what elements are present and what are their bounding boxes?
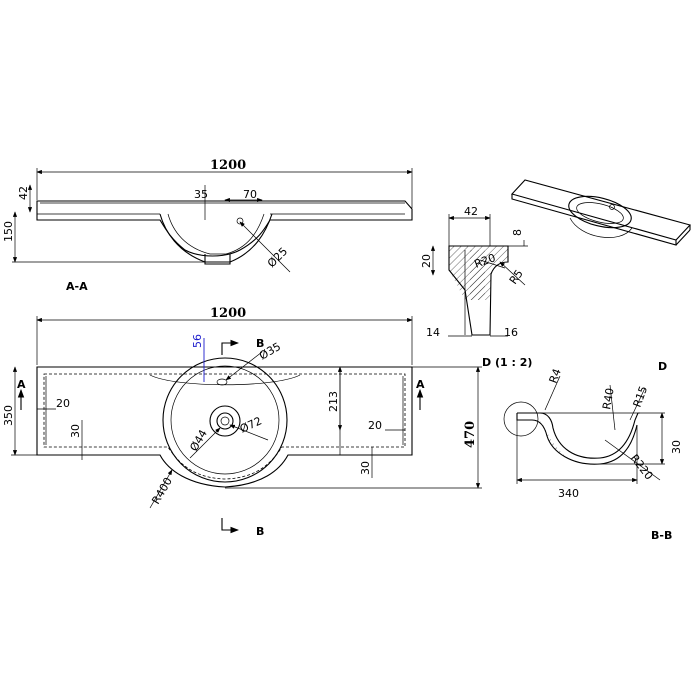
plan-20-left-label: 20 [56,397,70,410]
bb-r4-leader [544,375,561,411]
detail-d14-label: 14 [426,326,440,339]
bb-r4-label: R4 [547,367,564,385]
plan-r400-leader [149,469,173,509]
iso-top-outline [510,179,692,241]
bb-view-label: B-B [651,529,672,542]
plan-inner-outline [43,373,406,480]
iso-front-edge [511,194,677,246]
bb-detail-circle [503,401,539,437]
detail-d16-label: 16 [504,326,518,339]
plan-b-mark-bottom: B [256,525,264,538]
plan-phi35-leader [225,351,263,381]
plan-outline [36,366,413,488]
plan-drain-inner [216,412,234,430]
plan-b-arrow-bottom [221,518,240,534]
aa-bowl-inner [167,213,265,255]
plan-phi72-label: Ø72 [238,414,264,435]
isometric-view [510,179,692,246]
plan-phi72-leader [229,424,269,441]
bb-r15-leader [629,387,646,421]
bb-detail-mark: D [658,360,667,373]
plan-213-label: 213 [327,391,340,412]
detail-r5-leader [499,261,526,286]
plan-phi44-label: Ø44 [187,427,210,453]
plan-350-label: 350 [2,405,15,426]
aa-h150-label: 150 [2,221,15,242]
bb-r40-leader [609,384,616,431]
iso-bowl-inner [576,202,624,224]
plan-drain-outer [209,405,241,437]
plan-depth-label: 470 [463,421,478,448]
section-aa-view: 1200 42 150 35 70 Ø25 A-A [2,158,413,293]
plan-56-label: 56 [191,334,204,348]
detail-d20-label: 20 [420,254,433,268]
plan-a-mark-left: A [17,378,26,391]
detail-d8-label: 8 [511,229,524,236]
plan-30-bottom-label: 30 [359,461,372,475]
aa-phi25-leader [239,221,291,273]
iso-tap-hole [609,204,615,210]
plan-view: 1200 470 350 A A B B 56 Ø35 213 20 30 [2,306,482,538]
aa-d70-label: 70 [243,188,257,201]
section-bb-view: R4 R40 R15 R220 30 340 D B-B [503,360,683,542]
plan-tap-hole [216,378,228,386]
bb-r220-label: R220 [628,452,656,483]
bb-profile [517,412,639,459]
plan-a-mark-right: A [416,378,425,391]
plan-r400-label: R400 [149,475,175,506]
plan-20-right-label: 20 [368,419,382,432]
plan-b-mark-top: B [256,337,264,350]
aa-slab-outline [36,200,413,257]
bb-d340-label: 340 [558,487,579,500]
aa-width-label: 1200 [210,158,246,173]
plan-30-left-label: 30 [69,424,82,438]
aa-overflow-hole [236,217,244,225]
plan-width-label: 1200 [210,306,246,321]
plan-bowl-inner [170,365,280,475]
aa-d35-label: 35 [194,188,208,201]
plan-phi44-leader [189,427,221,459]
aa-bowl-outer [159,213,273,263]
iso-bowl-bottom [569,217,633,238]
plan-bowl-rim [149,374,301,386]
aa-view-label: A-A [66,280,88,293]
detail-title: D (1 : 2) [482,356,532,369]
bb-r15-label: R15 [631,384,651,409]
iso-bowl [568,195,632,229]
aa-drain [204,254,231,265]
detail-r5-label: R5 [507,267,526,286]
aa-phi25-label: Ø25 [265,245,290,270]
detail-d42-label: 42 [464,205,478,218]
bb-r220-leader [604,439,661,481]
bb-d30-label: 30 [670,440,683,454]
plan-bowl-outer [162,357,288,483]
aa-h42-label: 42 [17,186,30,200]
plan-b-arrow-top [221,339,240,355]
bb-r40-label: R40 [600,387,617,411]
detail-d-view: 42 8 20 R20 R5 14 16 D (1 : 2) [420,205,532,369]
